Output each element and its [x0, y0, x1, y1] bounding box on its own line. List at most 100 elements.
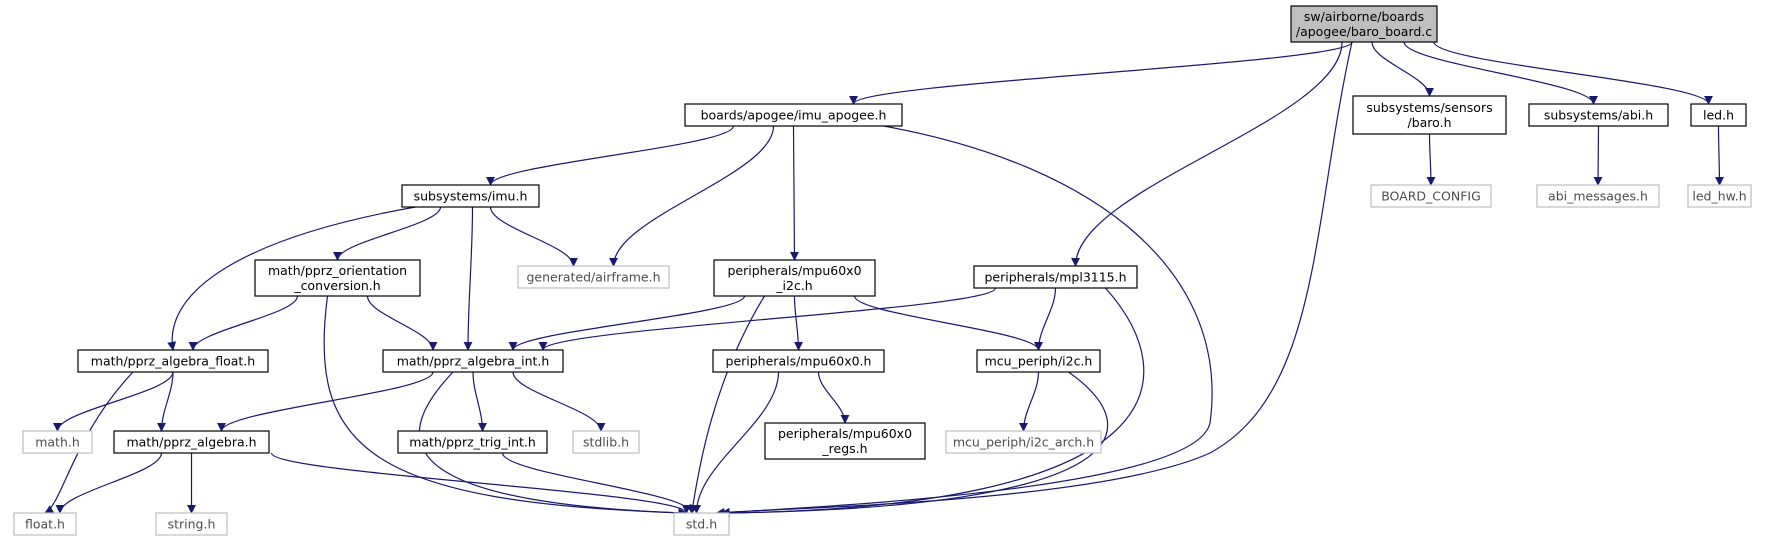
node-label: math/pprz_algebra_float.h	[91, 354, 255, 369]
node-label: subsystems/imu.h	[414, 189, 528, 204]
node-algebra-float[interactable]: math/pprz_algebra_float.h	[77, 349, 269, 373]
node-orientation[interactable]: math/pprz_orientation_conversion.h	[254, 259, 421, 297]
node-led[interactable]: led.h	[1690, 103, 1747, 127]
node-label: generated/airframe.h	[526, 270, 660, 285]
node-label: abi_messages.h	[1548, 189, 1648, 204]
edge-trig-int-to-std	[501, 452, 696, 514]
node-math: math.h	[22, 430, 93, 454]
node-mpu60x0[interactable]: peripherals/mpu60x0.h	[712, 349, 885, 373]
node-label: float.h	[25, 517, 65, 532]
node-root[interactable]: sw/airborne/boards/apogee/baro_board.c	[1290, 5, 1438, 43]
edge-imu-apogee-to-mpu60x0-i2c	[789, 125, 799, 261]
edge-orientation-to-algebra-float	[188, 295, 299, 351]
node-box	[517, 265, 670, 289]
node-imu[interactable]: subsystems/imu.h	[401, 184, 540, 208]
edge-mpl3115-to-i2c	[1034, 287, 1057, 351]
edge-algebra-to-float	[55, 452, 163, 514]
node-box	[673, 512, 730, 536]
node-label: math/pprz_orientation	[268, 263, 407, 278]
node-mpl3115[interactable]: peripherals/mpl3115.h	[973, 265, 1138, 289]
node-label: std.h	[686, 517, 717, 532]
edge-imu-to-airframe	[489, 206, 578, 267]
edge-mpl3115-to-algebra-int	[538, 287, 997, 351]
nodes-layer: sw/airborne/boards/apogee/baro_board.cbo…	[13, 5, 1752, 536]
node-abi-messages: abi_messages.h	[1536, 184, 1660, 208]
edge-led-to-led-hw	[1714, 125, 1724, 186]
node-sensors-baro[interactable]: subsystems/sensors/baro.h	[1352, 95, 1507, 135]
edge-root-to-std	[715, 41, 1353, 517]
node-label: led.h	[1703, 108, 1734, 123]
node-label: boards/apogee/imu_apogee.h	[701, 108, 887, 123]
node-board-config: BOARD_CONFIG	[1370, 184, 1492, 208]
node-label: math/pprz_algebra_int.h	[397, 354, 550, 369]
node-label: /baro.h	[1408, 115, 1452, 130]
node-algebra-int[interactable]: math/pprz_algebra_int.h	[382, 349, 564, 373]
node-box	[382, 349, 564, 373]
edge-mpu60x0-i2c-to-algebra-int	[508, 295, 746, 351]
node-box	[572, 430, 640, 454]
node-label: string.h	[168, 517, 216, 532]
node-box	[155, 512, 228, 536]
node-stdlib: stdlib.h	[572, 430, 640, 454]
edge-algebra-float-to-math	[53, 371, 174, 432]
node-label: mcu_periph/i2c.h	[985, 354, 1093, 369]
edge-imu-apogee-to-airframe	[609, 125, 775, 267]
node-mpu60x0-regs[interactable]: peripherals/mpu60x0_regs.h	[764, 422, 926, 460]
node-label: peripherals/mpl3115.h	[984, 270, 1126, 285]
node-box	[764, 422, 926, 460]
node-box	[13, 512, 77, 536]
node-box	[1290, 5, 1438, 43]
node-box	[976, 349, 1101, 373]
edge-imu-apogee-to-imu	[486, 125, 735, 186]
node-box	[1690, 103, 1747, 127]
edge-mpl3115-to-std	[720, 287, 1145, 518]
node-box	[973, 265, 1138, 289]
edge-imu-to-algebra-int	[463, 206, 474, 351]
edge-algebra-float-to-float	[44, 371, 134, 514]
node-label: peripherals/mpu60x0	[727, 263, 861, 278]
node-label: stdlib.h	[583, 435, 629, 450]
node-i2c[interactable]: mcu_periph/i2c.h	[976, 349, 1101, 373]
edge-mpu60x0-i2c-to-i2c	[853, 295, 1043, 351]
node-box	[712, 349, 885, 373]
edge-root-to-sensors-baro	[1371, 41, 1434, 97]
edge-orientation-to-algebra-int	[366, 295, 438, 351]
node-label: _conversion.h	[293, 278, 380, 293]
node-box	[77, 349, 269, 373]
node-label: BOARD_CONFIG	[1381, 189, 1481, 204]
node-box	[684, 103, 903, 127]
edge-orientation-to-std	[323, 295, 688, 518]
edge-algebra-int-to-std	[418, 371, 688, 518]
edge-mpu60x0-to-mpu60x0-regs	[817, 371, 850, 424]
edge-algebra-int-to-stdlib	[512, 371, 606, 432]
edge-imu-to-orientation	[333, 206, 442, 261]
node-label: _regs.h	[821, 441, 867, 456]
node-label: math/pprz_algebra.h	[126, 435, 256, 450]
node-box	[1687, 184, 1752, 208]
edge-algebra-int-to-trig-int	[472, 371, 487, 432]
node-label: _i2c.h	[775, 278, 812, 293]
node-label: math.h	[35, 435, 80, 450]
node-airframe: generated/airframe.h	[517, 265, 670, 289]
edge-algebra-float-to-algebra	[157, 371, 174, 432]
node-string: string.h	[155, 512, 228, 536]
node-box	[945, 430, 1102, 454]
node-box	[1536, 184, 1660, 208]
node-box	[254, 259, 421, 297]
node-trig-int[interactable]: math/pprz_trig_int.h	[397, 430, 548, 454]
node-abi[interactable]: subsystems/abi.h	[1528, 103, 1669, 127]
node-imu-apogee[interactable]: boards/apogee/imu_apogee.h	[684, 103, 903, 127]
node-i2c-arch: mcu_periph/i2c_arch.h	[945, 430, 1102, 454]
node-label: peripherals/mpu60x0	[778, 426, 912, 441]
node-algebra[interactable]: math/pprz_algebra.h	[113, 430, 270, 454]
node-label: peripherals/mpu60x0.h	[726, 354, 872, 369]
node-mpu60x0-i2c[interactable]: peripherals/mpu60x0_i2c.h	[713, 259, 876, 297]
node-box	[713, 259, 876, 297]
edge-algebra-to-std	[270, 452, 691, 514]
node-led-hw: led_hw.h	[1687, 184, 1752, 208]
node-label: led_hw.h	[1692, 189, 1746, 204]
edge-mpu60x0-to-std	[692, 371, 780, 514]
edge-root-to-imu-apogee	[849, 41, 1353, 105]
edge-imu-to-algebra-float	[167, 206, 416, 351]
